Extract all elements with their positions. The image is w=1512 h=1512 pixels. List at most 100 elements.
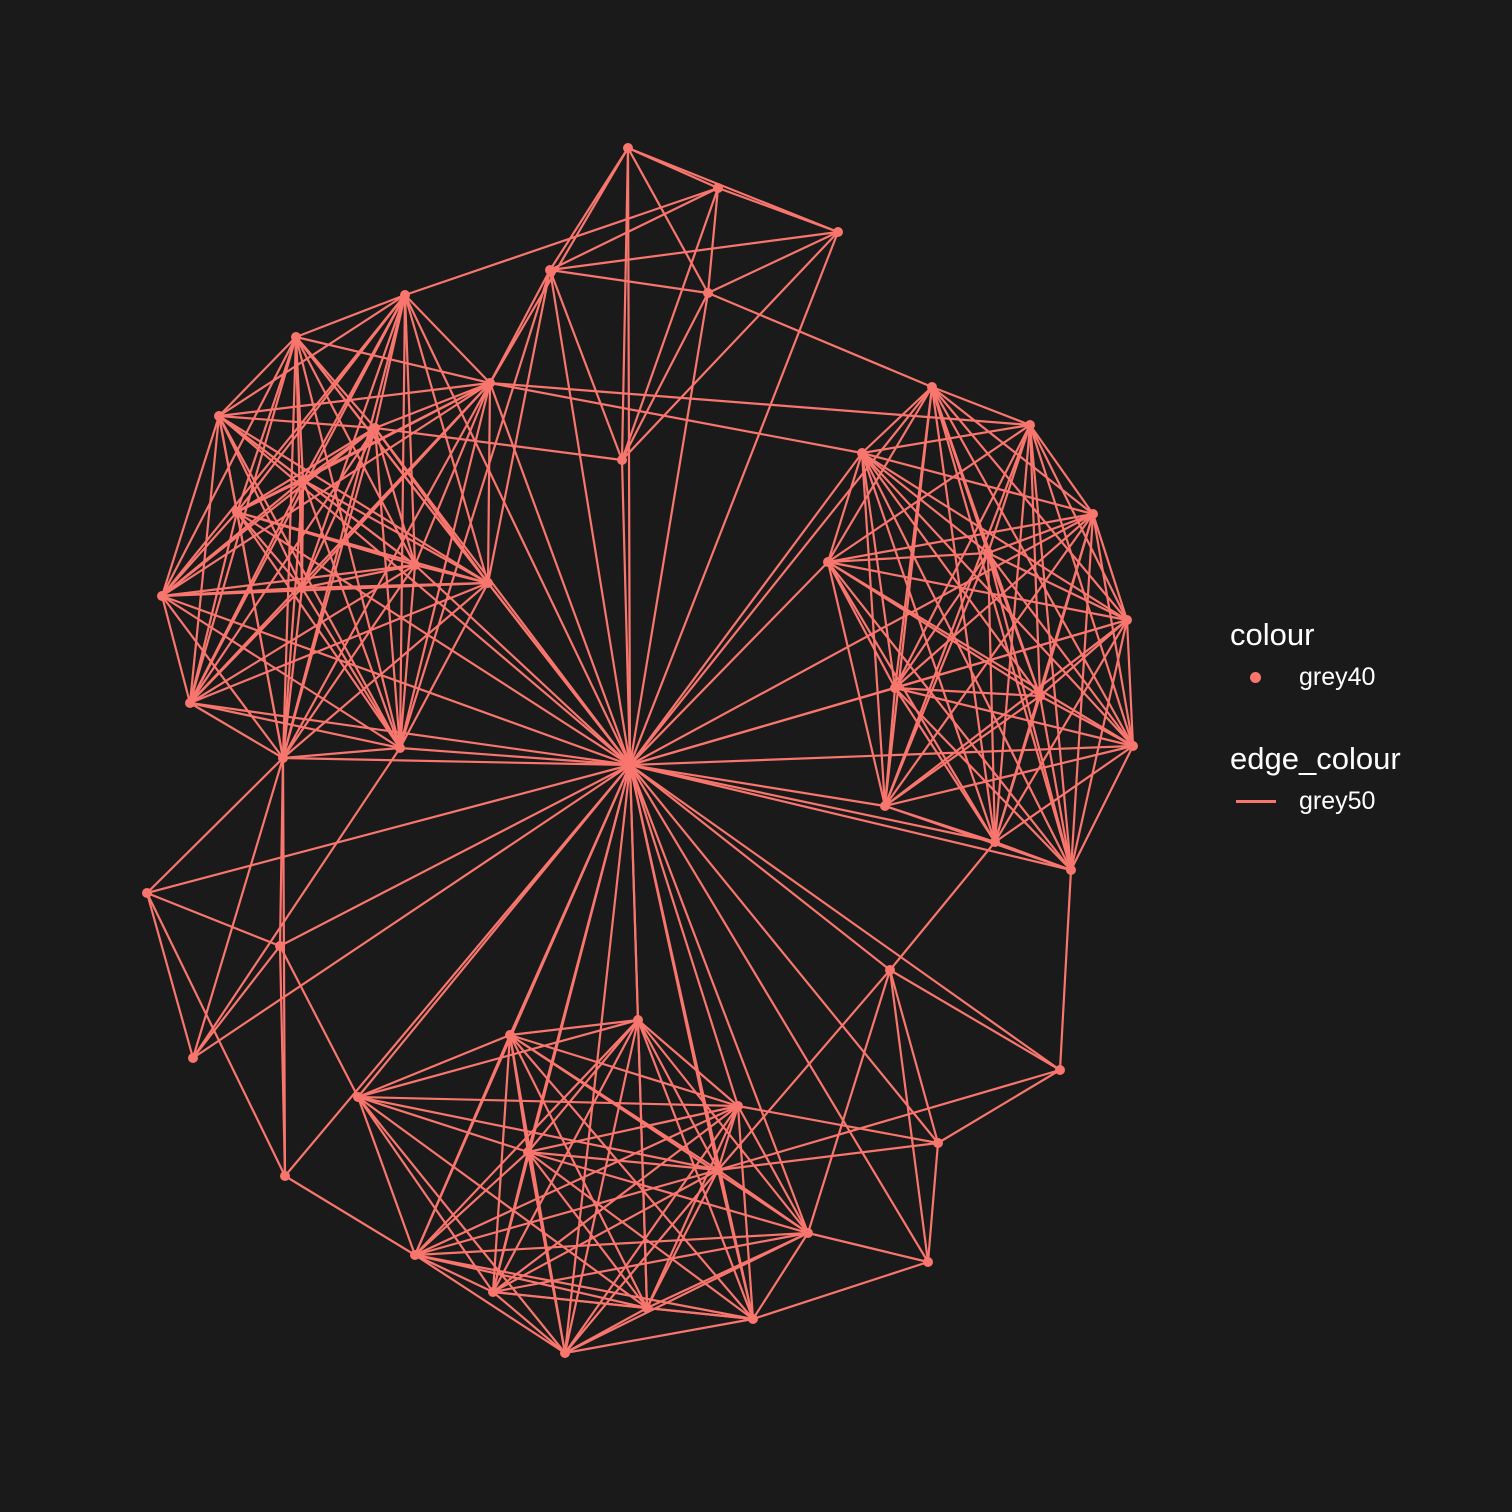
edge-W3-L14 bbox=[191, 746, 402, 1060]
edge-R13-C bbox=[628, 763, 1073, 872]
edge-B9-C bbox=[491, 763, 632, 1294]
edge-L12-C bbox=[188, 701, 632, 767]
node-B8 bbox=[410, 1250, 420, 1260]
edge-R9-R12 bbox=[993, 694, 1042, 844]
edge-T5-R1 bbox=[706, 291, 934, 389]
edge-R12-R13 bbox=[993, 840, 1073, 872]
edge-R4-R6 bbox=[826, 512, 1095, 564]
edge-R6-R11 bbox=[826, 560, 887, 808]
edge-R8-R12 bbox=[893, 686, 997, 844]
edge-R5-R13 bbox=[986, 551, 1073, 872]
node-E1 bbox=[885, 965, 895, 975]
edge-B2-B4 bbox=[636, 1018, 740, 1108]
node-B3 bbox=[353, 1092, 363, 1102]
node-R7 bbox=[1122, 615, 1132, 625]
edge-B4-C bbox=[628, 763, 740, 1108]
edge-L3-L4 bbox=[217, 381, 492, 418]
edge-L6-L12 bbox=[188, 510, 239, 705]
node-layer bbox=[142, 143, 1138, 1358]
edge-B4-B7 bbox=[736, 1104, 810, 1235]
node-R11 bbox=[880, 801, 890, 811]
edge-W4-B8 bbox=[283, 1174, 417, 1257]
edge-L3-C bbox=[217, 414, 632, 767]
edge-R3-R10 bbox=[860, 451, 1135, 748]
edge-L1-L8 bbox=[160, 293, 407, 598]
edge-T3-T5 bbox=[706, 230, 840, 295]
edge-T2-T3 bbox=[716, 186, 840, 234]
edge-L11-L14 bbox=[398, 581, 490, 750]
edge-T5-C bbox=[628, 291, 710, 767]
edge-T4-T6 bbox=[548, 268, 624, 462]
edge-L10-L14 bbox=[398, 563, 417, 750]
edge-R7-R9 bbox=[1038, 618, 1129, 698]
node-R5 bbox=[983, 548, 993, 558]
edge-B8-B9 bbox=[413, 1253, 495, 1294]
edge-B6-B9 bbox=[491, 1168, 720, 1294]
edge-R3-R9 bbox=[860, 451, 1042, 698]
edge-R1-R11 bbox=[883, 385, 934, 808]
edge-T1-C bbox=[626, 146, 632, 767]
edge-B4-B10 bbox=[645, 1104, 740, 1310]
edge-R8-R13 bbox=[893, 686, 1073, 872]
edge-B2-B5 bbox=[526, 1018, 640, 1154]
edge-B1-B4 bbox=[508, 1033, 740, 1108]
edge-T2-T5 bbox=[706, 186, 720, 295]
edge-R2-R9 bbox=[1028, 423, 1042, 698]
edge-R6-R13 bbox=[826, 560, 1073, 872]
legend-label-colour: grey40 bbox=[1299, 662, 1376, 691]
edge-R7-R12 bbox=[993, 618, 1129, 844]
node-L9 bbox=[297, 583, 307, 593]
edge-L8-L14 bbox=[160, 594, 402, 750]
edge-W1-W2 bbox=[145, 891, 282, 948]
node-B1 bbox=[505, 1030, 515, 1040]
edge-R10-R12 bbox=[993, 744, 1135, 844]
edge-B10-C bbox=[628, 763, 649, 1310]
edge-E2-R13 bbox=[1058, 868, 1073, 1072]
edge-B4-B6 bbox=[716, 1104, 740, 1172]
edge-W3-C bbox=[191, 763, 632, 1060]
edge-R9-R10 bbox=[1038, 694, 1135, 748]
edge-T2-L1 bbox=[403, 186, 720, 297]
edge-W1-L13 bbox=[145, 756, 285, 895]
node-T1 bbox=[623, 143, 633, 153]
legend-point-icon bbox=[1250, 672, 1261, 683]
edge-R7-R11 bbox=[883, 618, 1129, 808]
edge-B4-B11 bbox=[736, 1104, 755, 1321]
edge-R7-R13 bbox=[1069, 618, 1129, 872]
edge-B7-C bbox=[628, 763, 810, 1235]
edge-R10-R11 bbox=[883, 744, 1135, 808]
edge-R5-R6 bbox=[826, 551, 990, 564]
edge-L1-L2 bbox=[294, 293, 407, 339]
node-B10 bbox=[642, 1303, 652, 1313]
edge-L14-C bbox=[398, 746, 632, 767]
edge-R5-R11 bbox=[883, 551, 990, 808]
edge-R1-C bbox=[628, 385, 934, 767]
edge-L2-L3 bbox=[217, 335, 298, 418]
edge-T3-T6 bbox=[620, 230, 840, 462]
edge-B3-B5 bbox=[356, 1095, 530, 1154]
edge-R3-R13 bbox=[860, 451, 1073, 872]
edge-B5-B11 bbox=[526, 1150, 755, 1321]
edge-W2-W3 bbox=[191, 944, 282, 1060]
edge-R12-C bbox=[628, 763, 997, 844]
node-T2 bbox=[713, 183, 723, 193]
edge-R5-R7 bbox=[986, 551, 1129, 622]
edge-layer bbox=[145, 146, 1135, 1355]
edge-R9-R11 bbox=[883, 694, 1042, 808]
edge-R1-R7 bbox=[930, 385, 1129, 622]
edge-L13-L14 bbox=[281, 746, 402, 760]
edge-B4-B5 bbox=[526, 1104, 740, 1154]
edge-T4-T5 bbox=[548, 268, 710, 295]
edge-R2-R3 bbox=[860, 423, 1032, 455]
edge-L3-L8 bbox=[160, 414, 221, 598]
edge-B7-B12 bbox=[563, 1231, 810, 1355]
edge-L5-L13 bbox=[281, 426, 377, 760]
edge-B4-B12 bbox=[563, 1104, 740, 1355]
edge-B5-B10 bbox=[526, 1150, 649, 1310]
edge-L1-L4 bbox=[403, 293, 492, 385]
edge-L4-L11 bbox=[486, 381, 492, 585]
node-R9 bbox=[1035, 691, 1045, 701]
edge-B5-B12 bbox=[526, 1150, 567, 1355]
node-R1 bbox=[927, 382, 937, 392]
